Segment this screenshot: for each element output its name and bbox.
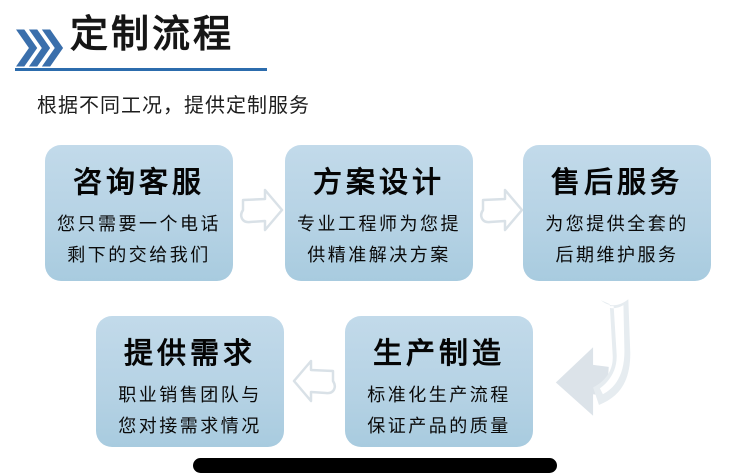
flow-box-desc: 为您提供全套的 后期维护服务 xyxy=(545,214,689,265)
title-underline xyxy=(15,68,267,71)
flow-box-production: 生产制造 标准化生产流程 保证产品的质量 xyxy=(345,316,533,447)
flow-box-title: 售后服务 xyxy=(550,167,683,199)
flow-box-title: 方案设计 xyxy=(312,167,445,199)
triple-chevron-icon xyxy=(16,29,64,67)
arrow-left-icon xyxy=(292,359,336,403)
flow-box-desc: 您只需要一个电话 剩下的交给我们 xyxy=(57,214,221,265)
flow-box-desc: 标准化生产流程 保证产品的质量 xyxy=(367,385,511,436)
flow-box-title: 提供需求 xyxy=(123,338,256,370)
flow-box-requirements: 提供需求 职业销售团队与 您对接需求情况 xyxy=(96,316,284,447)
flow-box-desc: 职业销售团队与 您对接需求情况 xyxy=(118,385,262,436)
home-indicator-bar xyxy=(193,458,557,473)
curved-down-arrow-icon xyxy=(555,299,631,416)
flow-box-title: 生产制造 xyxy=(372,338,505,370)
flow-box-desc: 专业工程师为您提 供精准解决方案 xyxy=(297,214,461,265)
flow-box-consult: 咨询客服 您只需要一个电话 剩下的交给我们 xyxy=(45,145,233,281)
flow-box-design: 方案设计 专业工程师为您提 供精准解决方案 xyxy=(285,145,473,281)
arrow-right-icon-2 xyxy=(480,188,524,232)
flow-box-aftersales: 售后服务 为您提供全套的 后期维护服务 xyxy=(523,145,711,281)
subtitle: 根据不同工况，提供定制服务 xyxy=(37,95,310,117)
arrow-right-icon-1 xyxy=(240,188,284,232)
page-title: 定制流程 xyxy=(70,14,235,56)
flow-box-title: 咨询客服 xyxy=(72,167,205,199)
